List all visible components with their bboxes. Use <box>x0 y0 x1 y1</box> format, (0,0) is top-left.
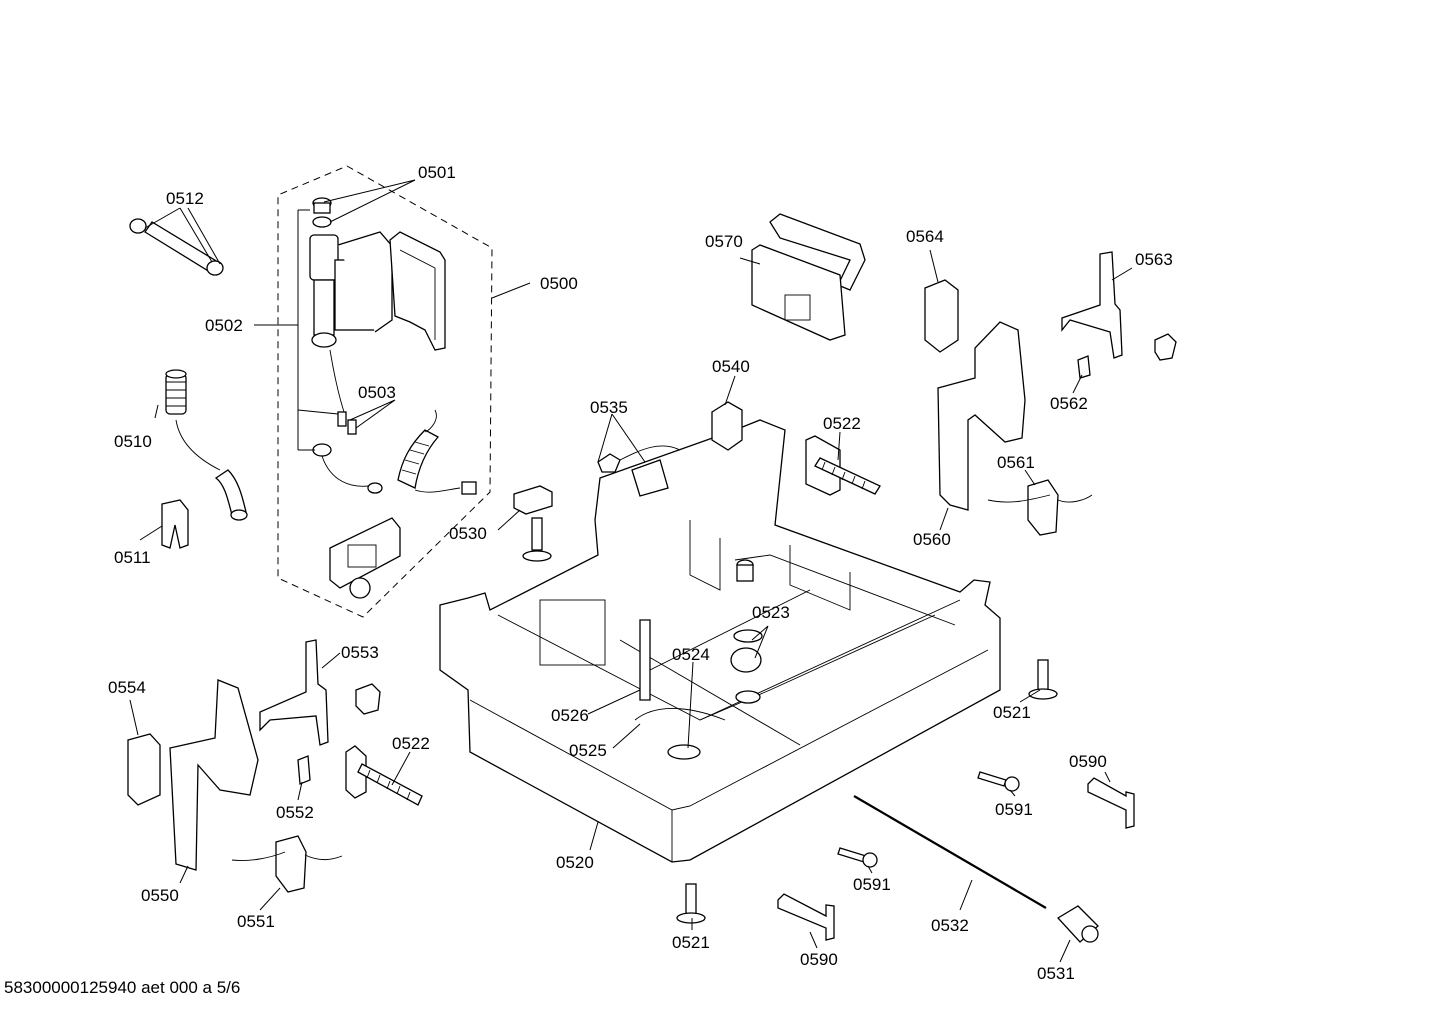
label-0540: 0540 <box>712 357 750 376</box>
part-0525-0526-rods <box>634 619 726 721</box>
part-0535-cable <box>597 445 681 497</box>
part-0522-spring-right <box>805 435 881 496</box>
part-0503-sensor-wires <box>312 349 376 487</box>
label-0524: 0524 <box>672 645 710 664</box>
label-0502: 0502 <box>205 316 243 335</box>
label-0535: 0535 <box>590 398 628 417</box>
label-0512: 0512 <box>166 189 204 208</box>
label-0520: 0520 <box>556 853 594 872</box>
label-0501: 0501 <box>418 163 456 182</box>
part-0561-hinge <box>987 479 1093 536</box>
label-0503: 0503 <box>358 383 396 402</box>
label-0591-bottom: 0591 <box>853 875 891 894</box>
part-0540-sensor <box>711 401 743 451</box>
part-0511-clip <box>161 499 189 549</box>
part-0570-control-module <box>751 213 866 341</box>
label-0552: 0552 <box>276 803 314 822</box>
label-0554: 0554 <box>108 678 146 697</box>
part-0524-disc <box>667 744 701 760</box>
part-0553-bracket <box>259 639 329 746</box>
part-0591-screw-lower <box>837 847 878 868</box>
label-0526: 0526 <box>551 706 589 725</box>
label-0570: 0570 <box>705 232 743 251</box>
label-0525: 0525 <box>569 741 607 760</box>
label-0521-right: 0521 <box>993 703 1031 722</box>
part-0530-foot-screw <box>522 517 552 562</box>
part-0554-panel <box>127 733 161 806</box>
part-0502-inlet-valve-body <box>309 231 393 348</box>
label-0532: 0532 <box>931 916 969 935</box>
label-0591-top: 0591 <box>995 800 1033 819</box>
label-0521-bottom: 0521 <box>672 933 710 952</box>
leader-lines <box>129 179 1133 963</box>
part-0532-rod <box>853 795 1047 909</box>
part-0564-bracket <box>924 279 959 353</box>
label-0590-top: 0590 <box>1069 752 1107 771</box>
label-0523: 0523 <box>752 603 790 622</box>
part-0521-foot-bottom <box>676 883 706 924</box>
document-footer-code: 58300000125940 aet 000 a 5/6 <box>4 978 241 997</box>
label-0564: 0564 <box>906 227 944 246</box>
label-0531: 0531 <box>1037 964 1075 983</box>
label-0550: 0550 <box>141 886 179 905</box>
part-0560-bracket <box>937 321 1026 511</box>
part-0563-clip <box>1154 333 1177 361</box>
part-0501-valve-caps <box>312 197 332 228</box>
label-0511: 0511 <box>114 548 151 567</box>
part-0531-knob <box>1056 905 1099 943</box>
part-0500-valve-housing <box>389 231 446 351</box>
part-0590-rail-upper <box>1087 777 1135 829</box>
part-0563-bracket <box>1061 251 1123 359</box>
part-0520-base-tub <box>439 419 1001 863</box>
part-0522-spring-left <box>345 745 423 806</box>
part-0550-bracket <box>169 679 259 871</box>
label-0551: 0551 <box>237 912 275 931</box>
label-0560: 0560 <box>913 530 951 549</box>
part-0591-screw-upper <box>977 771 1020 792</box>
part-inlet-hose-corrugated <box>367 409 477 495</box>
part-0590-rail-lower <box>777 893 835 941</box>
part-0521-foot-right <box>1028 659 1058 700</box>
part-0553-clip <box>355 683 381 715</box>
label-0562: 0562 <box>1050 394 1088 413</box>
part-labels: 0501 0500 0502 0503 0512 0510 0511 0530 … <box>108 163 1173 983</box>
part-valve-bracket-lower <box>329 517 401 599</box>
part-0510-drain-hose <box>165 369 248 521</box>
label-0563: 0563 <box>1135 250 1173 269</box>
assembly-0500-outline <box>277 165 493 618</box>
label-0590-bottom: 0590 <box>800 950 838 969</box>
part-0523-seals <box>730 559 763 704</box>
label-0522-left: 0522 <box>392 734 430 753</box>
part-0551-hinge <box>231 835 343 893</box>
part-0552-clip <box>297 755 311 785</box>
part-0512-hose-and-clips <box>129 218 224 276</box>
label-0553: 0553 <box>341 643 379 662</box>
part-0562-clip <box>1077 355 1091 379</box>
label-0510: 0510 <box>114 432 152 451</box>
label-0530: 0530 <box>449 524 487 543</box>
part-0530-switch <box>513 485 553 515</box>
label-0561: 0561 <box>997 453 1035 472</box>
label-0522-right: 0522 <box>823 414 861 433</box>
label-0500: 0500 <box>540 274 578 293</box>
